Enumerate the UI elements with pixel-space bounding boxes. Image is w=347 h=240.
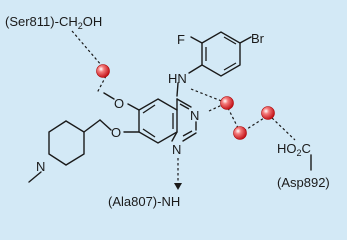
quinazoline-n3-label: N xyxy=(190,108,199,123)
bond-ch2-pip xyxy=(83,119,101,133)
aniline-ring xyxy=(201,31,241,77)
methoxy-oxygen-label: O xyxy=(114,96,124,111)
bond-hn-aryl xyxy=(188,64,203,74)
hbond-water3-asp xyxy=(271,117,296,141)
ether-oxygen-label: O xyxy=(111,125,121,140)
asp892-label: (Asp892) xyxy=(277,175,330,190)
bond-hn-c4 xyxy=(176,82,179,97)
atom-labels: (Ser811)-CH2OH F Br HN N N O O N HO2C (A… xyxy=(5,14,330,209)
water-molecule-2 xyxy=(220,96,234,110)
ser811-label: (Ser811)-CH2OH xyxy=(5,14,102,31)
bond-o-ch2 xyxy=(99,119,112,131)
ligand-binding-diagram: (Ser811)-CH2OH F Br HN N N O O N HO2C (A… xyxy=(5,14,330,209)
hbond-water1-water2 xyxy=(227,107,239,129)
bond-o-ch3 xyxy=(103,92,115,100)
bond-n1-c8a xyxy=(171,131,178,142)
ala-arrow-head xyxy=(174,183,182,190)
hbond-ser-water xyxy=(71,30,103,67)
bond-c4-n3 xyxy=(176,98,192,108)
aniline-double-1 xyxy=(223,36,237,45)
aniline-double-2 xyxy=(223,62,237,71)
benzo-double-2 xyxy=(142,128,156,138)
bond-pip-n-ch3 xyxy=(28,171,42,183)
interaction-lines xyxy=(71,30,296,141)
hbond-n3-water1 xyxy=(208,104,223,112)
water-molecules xyxy=(96,64,275,140)
molecule-bonds xyxy=(28,31,312,190)
bond-c4-n3-double xyxy=(179,103,190,110)
water-molecule-1 xyxy=(96,64,110,78)
hn-label: HN xyxy=(168,71,187,86)
piperidine-ring xyxy=(48,120,85,166)
hbond-water-methoxy xyxy=(96,75,107,94)
ala807-label: (Ala807)-NH xyxy=(108,194,180,209)
quinazoline-benzo-ring xyxy=(138,98,178,144)
piperidine-n-label: N xyxy=(36,159,45,174)
water-molecule-3 xyxy=(233,126,247,140)
bond-c2-n1-double xyxy=(182,130,193,137)
benzo-double-1 xyxy=(142,104,156,114)
fluorine-label: F xyxy=(177,32,185,47)
carboxyl-label: HO2C xyxy=(277,141,311,158)
bond-c6-o xyxy=(127,103,140,111)
bromine-label: Br xyxy=(251,31,265,46)
hbond-n-water1 xyxy=(190,88,225,103)
water-molecule-4 xyxy=(261,106,275,120)
bond-f xyxy=(190,36,203,44)
hbond-water2-water3 xyxy=(243,117,265,132)
quinazoline-n1-label: N xyxy=(172,142,181,157)
bond-br xyxy=(239,36,252,44)
bond-c2-n1 xyxy=(182,132,197,142)
